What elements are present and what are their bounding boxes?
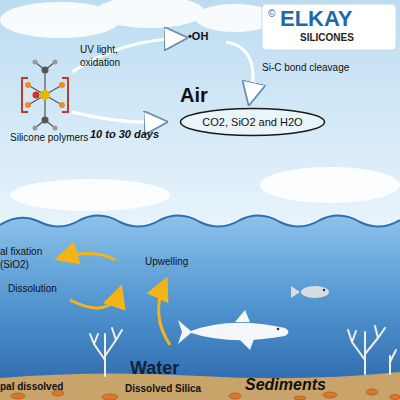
process-label: al fixation <box>0 246 42 258</box>
process-label: Upwelling <box>145 256 188 268</box>
product-ellipse: CO2, SiO2 and H2O <box>179 107 326 137</box>
region-label: Sediments <box>245 376 326 394</box>
sediment-label: Dissolved Silica <box>125 383 201 395</box>
region-label: Air <box>180 84 208 107</box>
process-label: oxidation <box>80 57 120 69</box>
logo-subword: SILICONES <box>300 32 354 44</box>
silicone-molecule <box>22 60 68 131</box>
logo-word: ELKAY <box>280 6 353 31</box>
molecule-label: Silicone polymers <box>10 132 88 144</box>
process-label: (SiO2) <box>0 259 29 271</box>
copyright-mark: © <box>268 8 275 20</box>
sediment-label: pal dissolved <box>0 381 63 393</box>
duration-label: 10 to 30 days <box>90 128 159 141</box>
process-label: UV light, <box>80 44 118 56</box>
region-label: Water <box>130 358 179 379</box>
node-text: CO2, SiO2 and H2O <box>202 116 302 128</box>
radical-label: •OH <box>188 30 208 43</box>
process-label: Si-C bond cleavage <box>262 62 349 74</box>
process-label: Dissolution <box>8 283 57 295</box>
